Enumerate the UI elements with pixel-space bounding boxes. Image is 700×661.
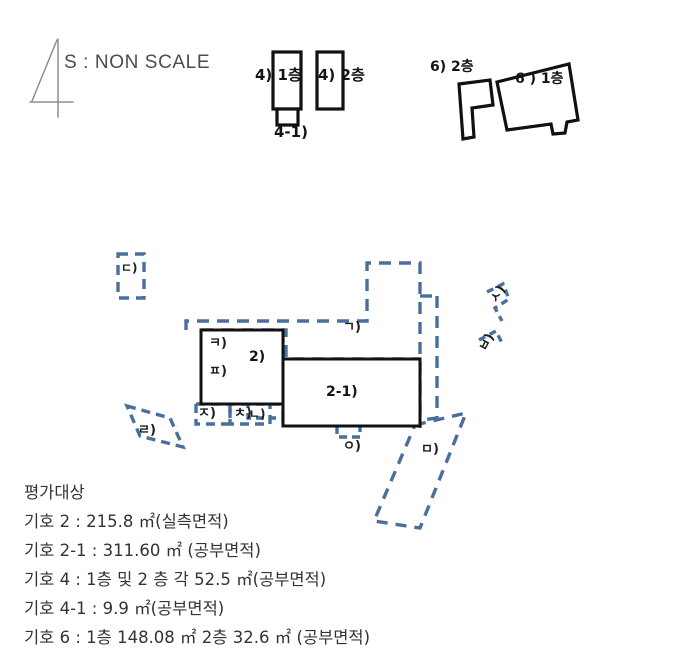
scale-four-glyph [29,38,74,118]
label-building-2-1: 2-1) [326,384,358,400]
parcel-right-strip [391,296,439,426]
label-parcel-n: ㄴ) [249,407,266,421]
appraisal-legend: 평가대상 기호 2 : 215.8 ㎡(실측면적) 기호 2-1 : 311.6… [24,478,494,652]
label-parcel-d: ㄷ) [121,261,138,275]
label-building-4-floor1: 4) 1층 [255,66,302,84]
label-building-4-1-annex: 4-1) [274,123,308,141]
label-parcel-k: ㅋ) [209,336,227,351]
legend-line-4-1: 기호 4-1 : 9.9 ㎡(공부면적) [24,599,225,618]
parcel-top-overlay [201,328,420,361]
building-6-floor2-shape [457,78,495,141]
label-parcel-p: ㅍ) [209,364,227,379]
legend-line-2: 기호 2 : 215.8 ㎡(실측면적) [24,512,229,531]
label-building-6-floor2: 6) 2층 [430,59,474,75]
legend-line-6: 기호 6 : 1층 148.08 ㎡ 2층 32.6 ㎡ (공부면적) [24,628,371,647]
label-parcel-g: ㄱ) [343,320,361,335]
label-parcel-r: ㄹ) [138,423,156,438]
label-parcel-o: ㅇ) [343,439,361,454]
label-parcel-m: ㅁ) [421,442,439,457]
parcel-o-outline [335,426,362,439]
label-parcel-s: ㅅ) [486,282,510,307]
legend-heading: 평가대상 [24,483,85,502]
label-building-2: 2) [249,349,266,365]
label-building-6-floor1: 6 ) 1층 [515,71,564,87]
legend-line-4: 기호 4 : 1층 및 2 층 각 52.5 ㎡(공부면적) [24,570,327,589]
label-building-4-floor2: 4) 2층 [318,66,365,84]
label-parcel-j: ㅈ) [198,406,216,421]
non-scale-note: S : NON SCALE [64,52,211,73]
label-parcel-ch: ㅊ) [234,406,252,421]
label-parcel-b: ㅂ) [476,331,498,354]
legend-line-2-1: 기호 2-1 : 311.60 ㎡ (공부면적) [24,541,261,560]
